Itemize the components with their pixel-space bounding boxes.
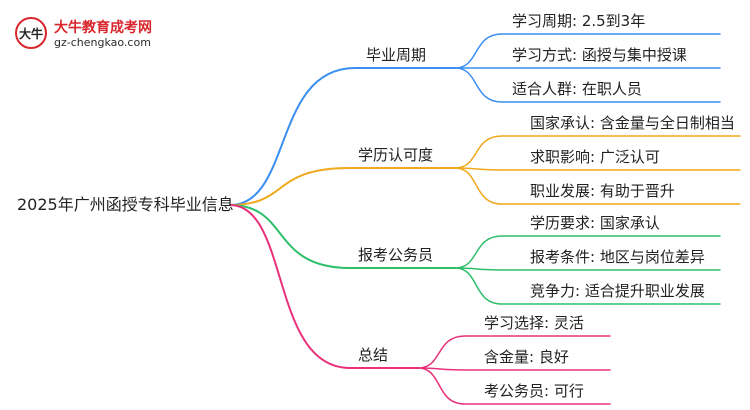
leaf-job-impact: 求职影响: 广泛认可	[530, 148, 660, 166]
leaf-target-group: 适合人群: 在职人员	[512, 80, 642, 98]
leaf-value: 含金量: 良好	[484, 348, 569, 366]
branch-connector	[229, 204, 351, 269]
leaf-connector	[417, 367, 611, 371]
leaf-civil-exam: 考公务员: 可行	[484, 382, 584, 400]
leaf-connector	[454, 135, 741, 169]
logo-mark-icon: 大牛	[15, 17, 47, 49]
leaf-connector	[454, 167, 741, 205]
leaf-connector	[454, 267, 721, 271]
branch-connector	[229, 67, 356, 206]
logo-url: gz-chengkao.com	[54, 36, 151, 49]
leaf-connector	[417, 367, 611, 405]
logo-mark-text: 大牛	[19, 26, 43, 41]
leaf-connector	[454, 267, 721, 305]
leaf-application-conditions: 报考条件: 地区与岗位差异	[530, 248, 705, 266]
leaf-connector	[417, 335, 611, 369]
leaf-career-development: 职业发展: 有助于晋升	[530, 182, 675, 200]
leaf-competitiveness: 竞争力: 适合提升职业发展	[530, 282, 705, 300]
leaf-connector	[454, 67, 721, 103]
leaf-connector	[454, 33, 721, 69]
leaf-study-period: 学习周期: 2.5到3年	[512, 12, 646, 30]
leaf-connector	[454, 167, 741, 171]
leaf-connector	[454, 235, 721, 269]
branch-connector	[229, 204, 351, 369]
branch-civil-service: 报考公务员	[358, 246, 434, 264]
site-logo[interactable]: 大牛 大牛教育成考网 gz-chengkao.com	[14, 14, 184, 54]
leaf-national-recognition: 国家承认: 含金量与全日制相当	[530, 114, 735, 132]
leaf-education-requirement: 学历要求: 国家承认	[530, 214, 660, 232]
branch-summary: 总结	[358, 346, 389, 364]
root-node: 2025年广州函授专科毕业信息	[17, 195, 234, 214]
leaf-study-mode: 学习方式: 函授与集中授课	[512, 46, 687, 64]
logo-site-name: 大牛教育成考网	[54, 20, 152, 36]
branch-recognition: 学历认可度	[358, 146, 434, 164]
branch-graduation-cycle: 毕业周期	[366, 46, 427, 64]
branch-connector	[229, 167, 351, 206]
leaf-study-choice: 学习选择: 灵活	[484, 314, 584, 332]
